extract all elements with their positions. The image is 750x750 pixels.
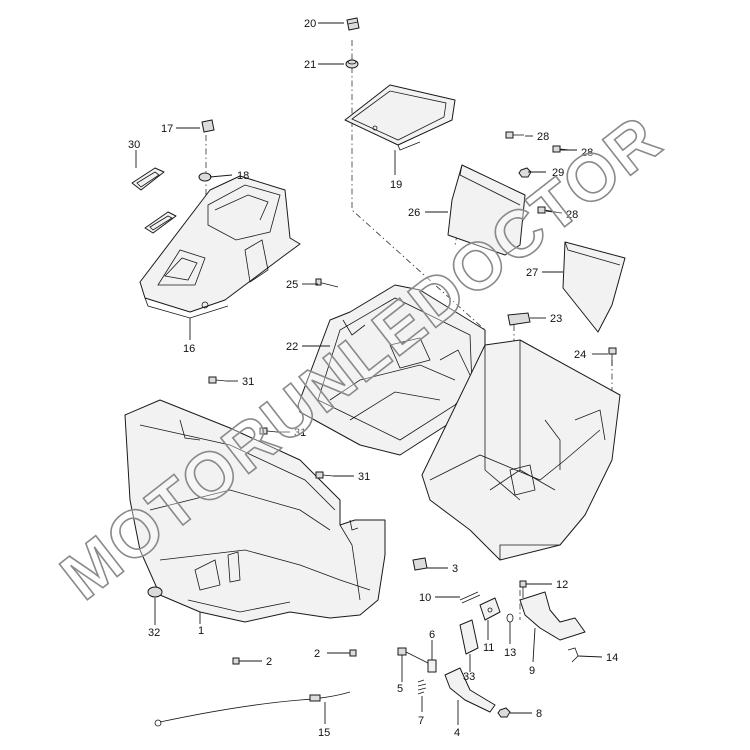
screw-31-c xyxy=(315,471,334,479)
nut-29 xyxy=(518,167,532,178)
callout-30: 30 xyxy=(128,139,140,151)
callout-13: 13 xyxy=(504,647,516,659)
callout-24: 24 xyxy=(574,349,586,361)
callout-8: 8 xyxy=(536,708,542,720)
callout-2-b: 2 xyxy=(314,648,320,660)
callout-28-a: 28 xyxy=(537,131,549,143)
callout-26: 26 xyxy=(408,207,420,219)
callout-9: 9 xyxy=(529,665,535,677)
grommet-23 xyxy=(507,312,531,326)
callout-22: 22 xyxy=(286,341,298,353)
callout-27: 27 xyxy=(526,267,538,279)
part-26-side-panel xyxy=(447,164,526,256)
part-20-cap xyxy=(346,17,360,31)
screw-28-a xyxy=(505,131,524,139)
part-27-side-panel xyxy=(562,241,626,333)
bolt-5 xyxy=(397,647,431,665)
callout-5: 5 xyxy=(397,683,403,695)
lever-4 xyxy=(444,667,496,713)
callout-21: 21 xyxy=(304,59,316,71)
callout-labels: 20 21 17 30 18 19 28 28 29 26 28 27 25 2… xyxy=(128,18,618,739)
plate-11 xyxy=(479,597,501,621)
pin-10 xyxy=(459,591,481,604)
spring-7 xyxy=(417,679,427,695)
screw-31-a xyxy=(208,376,227,384)
grommet-30 xyxy=(131,167,177,234)
screw-31-b xyxy=(259,427,278,435)
spring-14 xyxy=(567,647,579,663)
screw-24 xyxy=(608,347,617,366)
callout-6: 6 xyxy=(429,629,435,641)
callout-25: 25 xyxy=(286,279,298,291)
callout-28-b: 28 xyxy=(581,147,593,159)
callout-11: 11 xyxy=(483,642,494,654)
callout-31-b: 31 xyxy=(294,427,306,439)
callout-14: 14 xyxy=(606,652,618,664)
callout-15: 15 xyxy=(318,727,330,739)
bushing-6 xyxy=(427,659,437,673)
callout-31-a: 31 xyxy=(242,376,254,388)
part-19-lid xyxy=(344,84,456,151)
grommet-18 xyxy=(198,172,212,182)
callout-31-c: 31 xyxy=(358,471,370,483)
plug-32 xyxy=(147,586,163,598)
callout-19: 19 xyxy=(390,179,402,191)
screw-12 xyxy=(519,580,527,598)
callout-3: 3 xyxy=(452,563,458,575)
callout-28-c: 28 xyxy=(566,209,578,221)
callout-23: 23 xyxy=(550,313,562,325)
callout-1: 1 xyxy=(198,625,204,637)
callout-32: 32 xyxy=(148,627,160,639)
callout-4: 4 xyxy=(454,727,460,739)
callout-20: 20 xyxy=(304,18,316,30)
rear-tub xyxy=(421,339,621,561)
screw-25 xyxy=(315,278,339,288)
callout-7: 7 xyxy=(418,715,424,727)
leader-lines xyxy=(135,22,608,725)
part-21-grommet xyxy=(345,59,359,69)
callout-18: 18 xyxy=(237,170,249,182)
cap-17 xyxy=(201,119,215,133)
screw-2-a xyxy=(232,657,240,665)
callout-12: 12 xyxy=(556,579,568,591)
part-1-fender xyxy=(124,399,386,623)
washer-13 xyxy=(506,613,514,623)
pedal-9 xyxy=(519,591,586,641)
clip-3 xyxy=(412,557,428,571)
callout-29: 29 xyxy=(552,167,564,179)
callout-16: 16 xyxy=(183,343,195,355)
callout-33: 33 xyxy=(463,671,475,683)
part-16-console xyxy=(139,175,301,319)
bracket-33 xyxy=(459,619,479,655)
nut-8 xyxy=(497,707,511,718)
cable-15 xyxy=(154,691,351,727)
callout-2-a: 2 xyxy=(266,656,272,668)
callout-17: 17 xyxy=(161,123,173,135)
part-22-floor-pan xyxy=(297,284,486,456)
screw-2-b xyxy=(349,649,357,657)
callout-10: 10 xyxy=(419,592,431,604)
